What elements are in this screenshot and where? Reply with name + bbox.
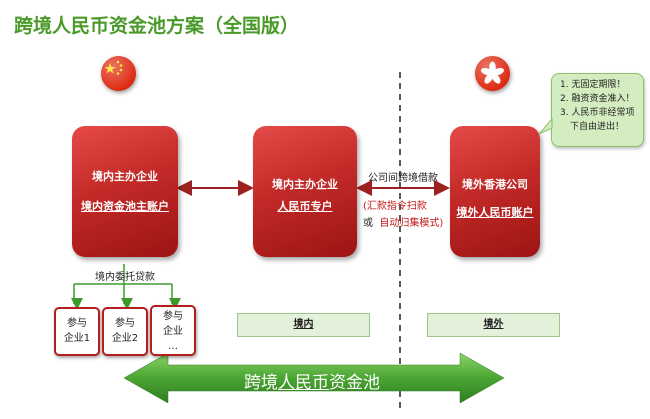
china-flag-icon	[101, 56, 136, 91]
participant-company-more: 参与 企业 …	[150, 305, 196, 356]
sweep-instruction-text: 汇款指令扫款	[366, 201, 427, 212]
entrusted-loan-label: 境内委托贷款	[95, 272, 155, 283]
domestic-region-label: 境内	[237, 313, 370, 337]
sweep-mode-text: (汇款指令扫款 或 自动归集模式)	[363, 198, 443, 232]
offshore-rmb-account-label: 境外人民币账户	[456, 206, 534, 219]
rmb-special-account-label: 人民币专户	[277, 200, 333, 213]
intercompany-loan-label: 公司间跨境借款	[368, 173, 438, 184]
or-text: 或	[363, 218, 373, 229]
overseas-region-label: 境外	[427, 313, 560, 337]
domestic-main-company-box: 境内主办企业 境内资金池主账户	[72, 126, 178, 257]
close-paren: )	[439, 218, 444, 229]
page-title: 跨境人民币资金池方案（全国版）	[14, 15, 300, 37]
big-green-double-arrow	[123, 352, 505, 404]
domestic-pool-main-account-label: 境内资金池主账户	[81, 200, 169, 213]
open-paren: (	[363, 201, 367, 212]
callout-pointer	[538, 118, 553, 135]
entrusted-loan-tree	[71, 264, 181, 310]
participant-company-1: 参与 企业1	[54, 307, 100, 356]
domestic-main-company-label: 境内主办企业	[92, 170, 158, 183]
domestic-main-company-label: 境内主办企业	[272, 178, 338, 191]
participant-company-2: 参与 企业2	[102, 307, 148, 356]
hong-kong-flag-icon	[475, 56, 510, 91]
auto-collection-text: 自动归集模式	[379, 218, 440, 229]
hk-company-label: 境外香港公司	[462, 178, 528, 191]
features-callout: 1. 无固定期限！ 2. 融资资金准入！ 3. 人民币非经常项 下自由进出！	[551, 73, 644, 147]
rmb-special-account-box: 境内主办企业 人民币专户	[253, 126, 357, 257]
hk-company-box: 境外香港公司 境外人民币账户	[450, 126, 540, 257]
cross-border-rmb-pool-banner: 跨境人民币资金池	[244, 373, 380, 393]
